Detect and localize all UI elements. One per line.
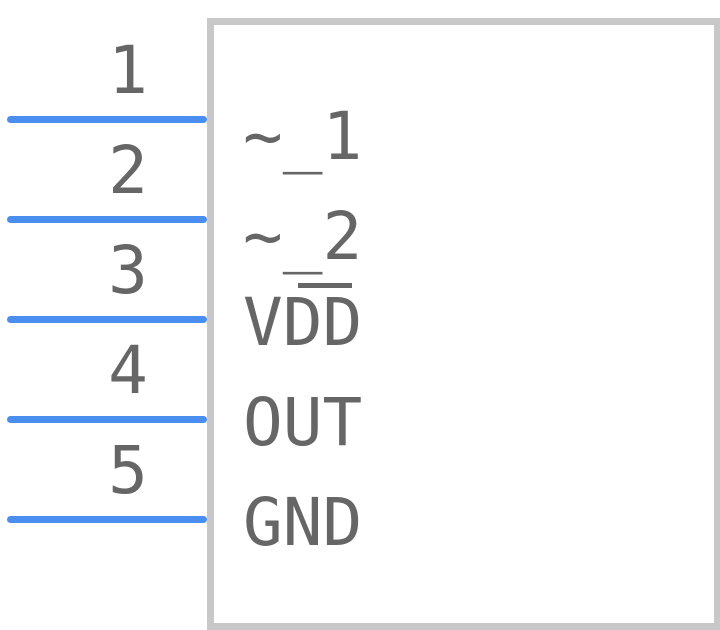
pin-2-number: 2 (108, 132, 148, 209)
pin-3-name: VDD (243, 284, 363, 361)
pin-2-name-overbar (298, 283, 352, 288)
pin-4-name: OUT (243, 384, 363, 461)
pin-5-line (7, 516, 207, 523)
pin-2-name: ~_2 (243, 198, 363, 275)
component-body (207, 18, 720, 630)
pin-1-name: ~_1 (243, 98, 363, 175)
pin-5-number: 5 (108, 432, 148, 509)
pin-3-number: 3 (108, 232, 148, 309)
pin-1-number: 1 (108, 32, 148, 109)
pin-4-line (7, 416, 207, 423)
pin-2-line (7, 216, 207, 223)
pin-3-line (7, 316, 207, 323)
pin-1-line (7, 116, 207, 123)
pin-4-number: 4 (108, 332, 148, 409)
pin-5-name: GND (243, 484, 363, 561)
